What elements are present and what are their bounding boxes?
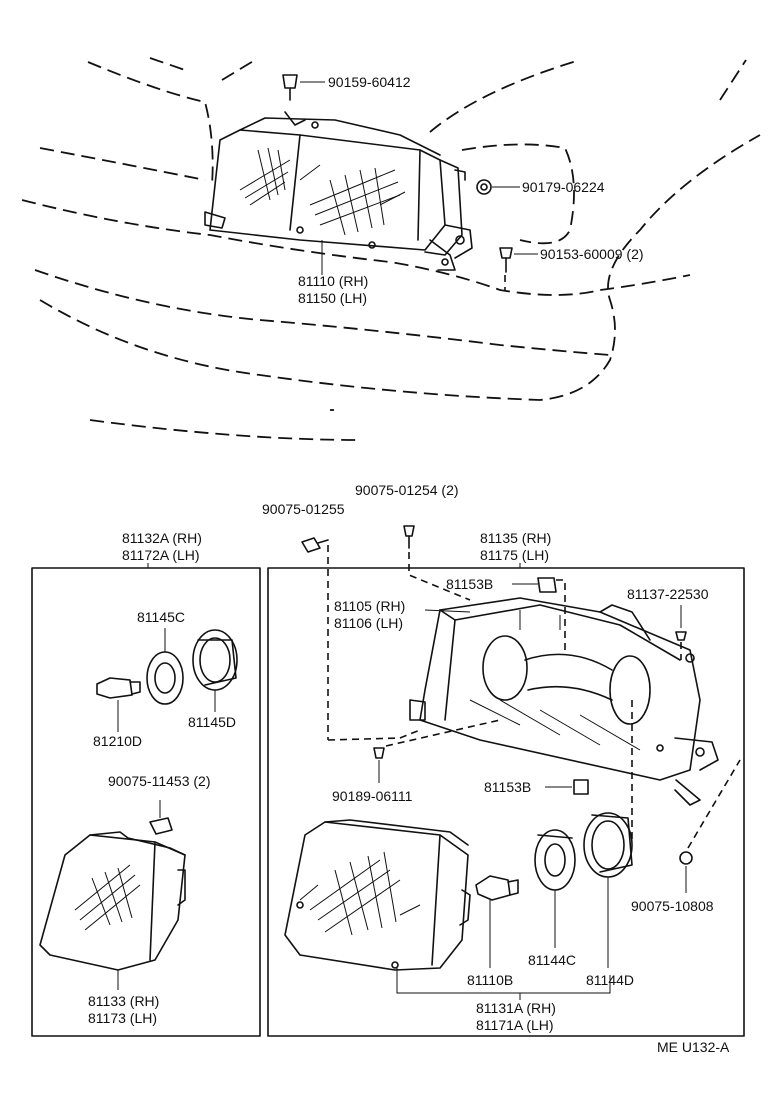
clip-81153b-bottom [545,779,589,795]
headlamp-assembly-top [204,111,473,271]
label-81153b-top: 81153B [446,576,493,592]
label-81172a-lh: 81172A (LH) [122,547,200,563]
label-81132a-rh: 81132A (RH) [122,530,202,546]
reference-code: ME U132-A [657,1039,730,1055]
bulb-81110b [475,875,519,968]
clip-90075-11453 [149,800,173,835]
label-81137-22530: 81137-22530 [627,586,709,602]
ring-81144d [583,812,633,968]
label-81133-rh: 81133 (RH) [88,993,159,1009]
label-81145c: 81145C [137,609,185,625]
bolt-90075-01255 [301,537,329,740]
label-81171a-lh: 81171A (LH) [476,1017,554,1033]
vehicle-body-outline [21,57,761,441]
label-90189-06111: 90189-06111 [332,788,413,804]
bolt-90159 [282,74,325,101]
nut-90075-10808 [679,759,741,893]
label-81144d: 81144D [586,972,634,988]
clip-81153b-top [512,577,566,650]
headlamp-housing-81105 [409,597,719,806]
label-90075-10808: 90075-10808 [631,898,714,914]
label-90153-60009: 90153-60009 (2) [540,246,644,262]
bolt-90075-01254 [403,525,471,601]
headlamp-lens-81131a [284,819,611,1000]
side-lamp-81133 [39,831,186,990]
label-90179-06224: 90179-06224 [522,179,605,195]
socket-81145c [146,628,184,705]
socket-81144c [534,829,576,948]
bolt-90153 [499,247,538,290]
left-subassembly-box [31,567,261,1037]
label-81144c: 81144C [528,952,576,968]
screw-90189 [373,719,501,783]
label-81153b-bottom: 81153B [484,779,531,795]
label-81110b: 81110B [467,972,513,988]
label-81106-lh: 81106 (LH) [334,615,403,631]
label-81173-lh: 81173 (LH) [88,1010,157,1026]
label-81105-rh: 81105 (RH) [334,598,405,614]
label-90159-60412: 90159-60412 [328,74,411,90]
bulb-81210d [96,677,141,732]
label-90075-01255: 90075-01255 [262,501,345,517]
label-90075-01254: 90075-01254 (2) [355,482,459,498]
nut-90179 [476,179,520,195]
ring-81145d [192,629,238,712]
label-81131a-rh: 81131A (RH) [476,1000,556,1016]
label-81175-lh: 81175 (LH) [480,547,549,563]
label-81150-lh: 81150 (LH) [298,290,367,306]
label-81145d: 81145D [188,714,236,730]
bolt-81137 [675,605,687,660]
label-90075-11453: 90075-11453 (2) [108,773,210,789]
right-subassembly-box [267,567,745,1037]
label-81110-rh: 81110 (RH) [298,273,368,289]
label-81210d: 81210D [93,733,142,749]
label-81135-rh: 81135 (RH) [480,530,551,546]
